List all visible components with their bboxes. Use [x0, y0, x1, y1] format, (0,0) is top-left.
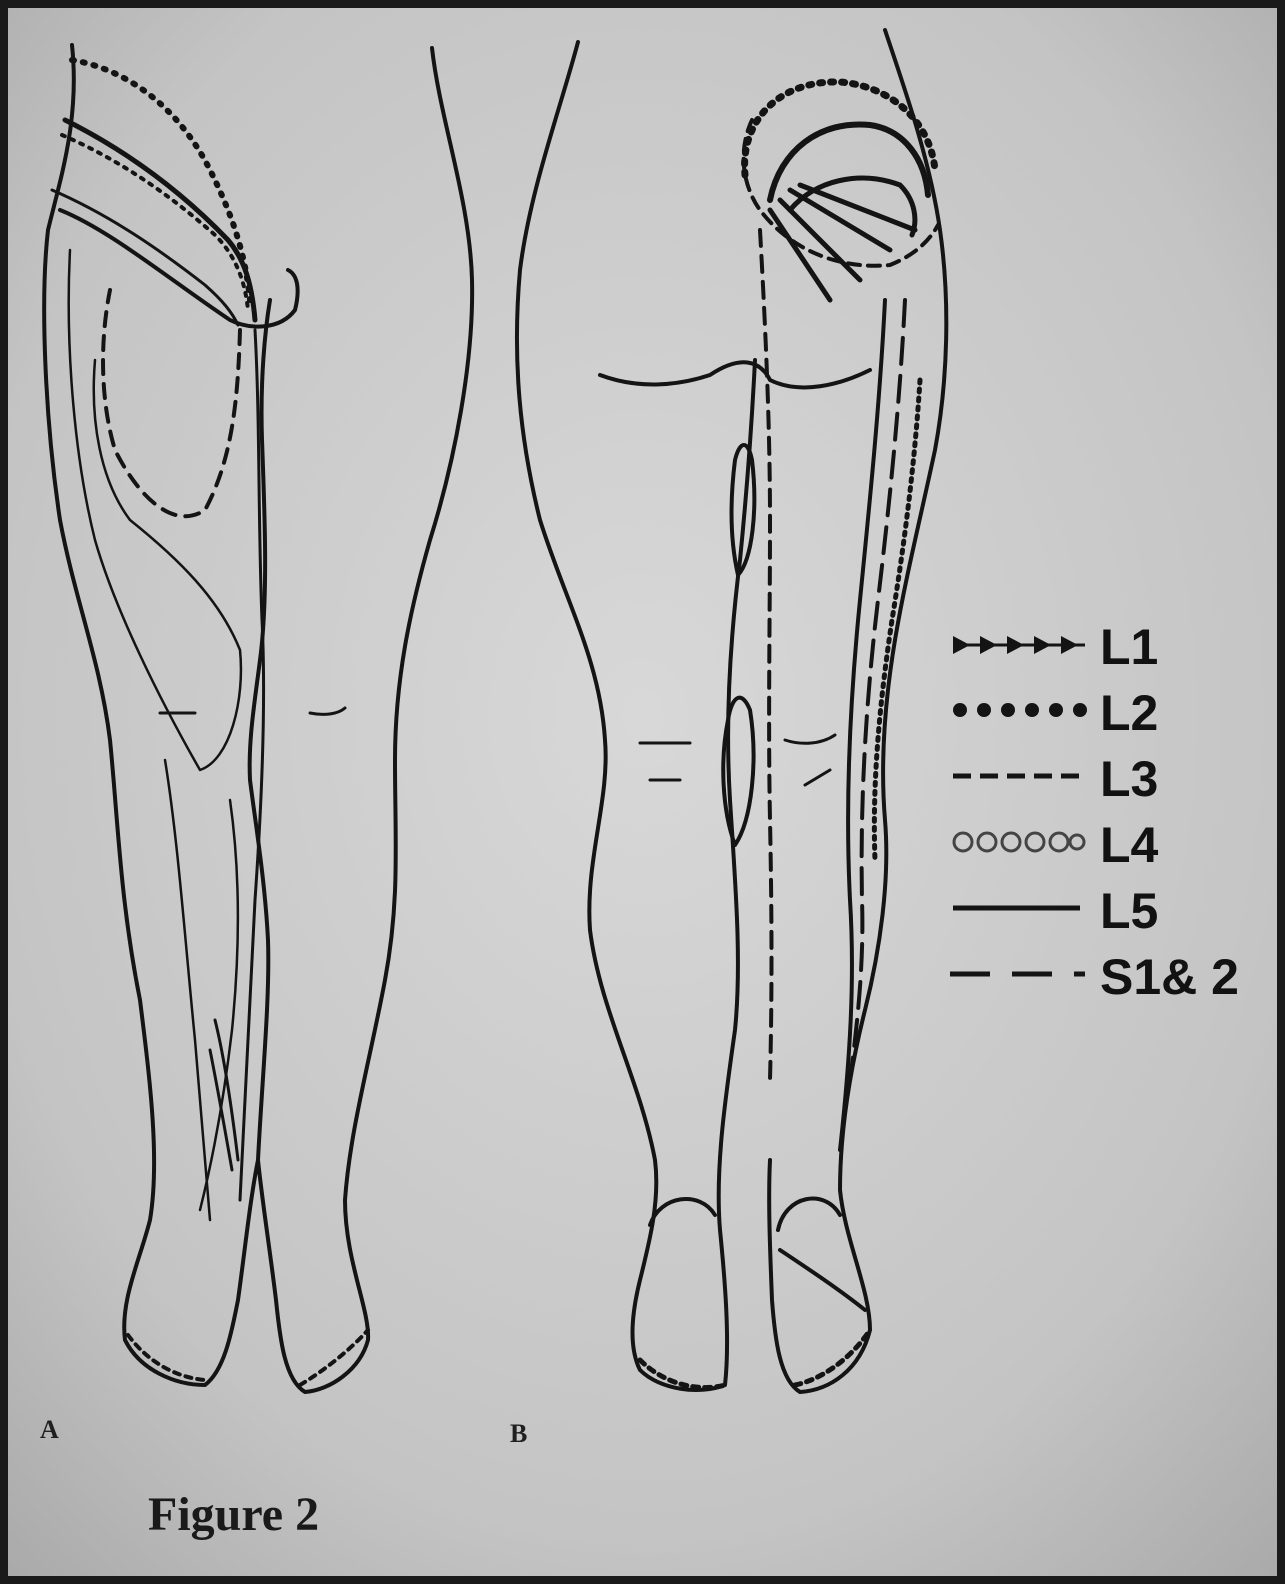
- figure-caption: Figure 2: [148, 1488, 319, 1541]
- legend-label: L5: [1100, 883, 1158, 939]
- legend-label: L4: [1100, 817, 1159, 873]
- legend-label: S1& 2: [1100, 949, 1239, 1005]
- legend-label: L3: [1100, 751, 1158, 807]
- panel-label-b: B: [510, 1419, 527, 1448]
- legend-label: L2: [1100, 685, 1158, 741]
- paper-background: [8, 8, 1277, 1576]
- panel-label-a: A: [40, 1415, 59, 1444]
- legend-label: L1: [1100, 619, 1158, 675]
